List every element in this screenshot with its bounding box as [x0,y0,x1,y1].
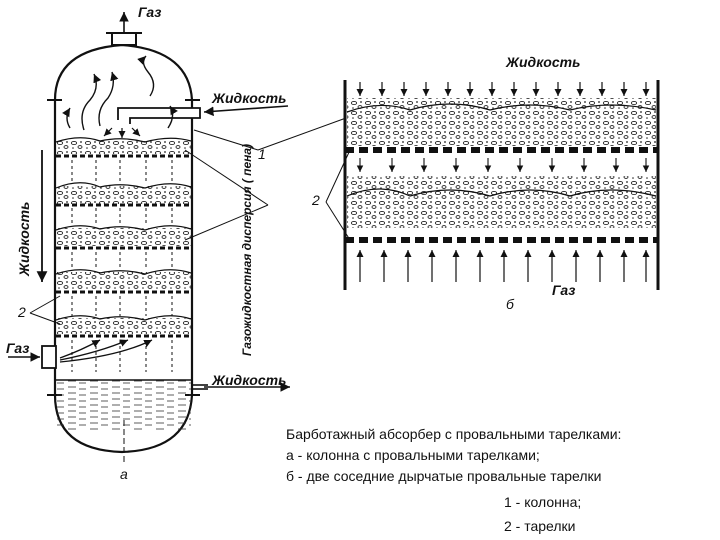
tray-number-left: 2 [18,304,26,320]
column-number: 1 [258,146,266,162]
tray-number-right: 2 [312,192,320,208]
tray-3 [55,225,192,250]
gas-in-label: Газ [6,340,30,356]
view-b-label: б [506,296,514,312]
view-a-label: а [120,466,128,482]
caption-line-b: б - две соседние дырчатые провальные тар… [286,468,602,484]
liquid-out-label: Жидкость [212,372,287,388]
tray-2 [55,182,192,207]
liquid-in-label: Жидкость [212,90,287,106]
figure-caption: Барботажный абсорбер с провальными тарел… [286,424,706,487]
tray-4 [55,269,192,294]
gas-out-label: Газ [138,4,162,20]
legend-item-1: 1 - колонна; [504,494,582,510]
caption-title: Барботажный абсорбер с провальными тарел… [286,426,622,442]
caption-line-a: а - колонна с провальными тарелками; [286,447,540,463]
tray-detail-b [325,80,660,290]
gas-right-label: Газ [552,282,576,298]
liquid-flow-label: Жидкость [16,201,32,276]
legend-item-2: 2 - тарелки [504,518,576,534]
liquid-right-label: Жидкость [506,54,581,70]
dispersion-label: Газожидкостная дисперсия ( пена) [240,143,254,356]
tray-5 [55,315,192,338]
tray-1 [55,137,192,158]
column-a [8,12,347,465]
